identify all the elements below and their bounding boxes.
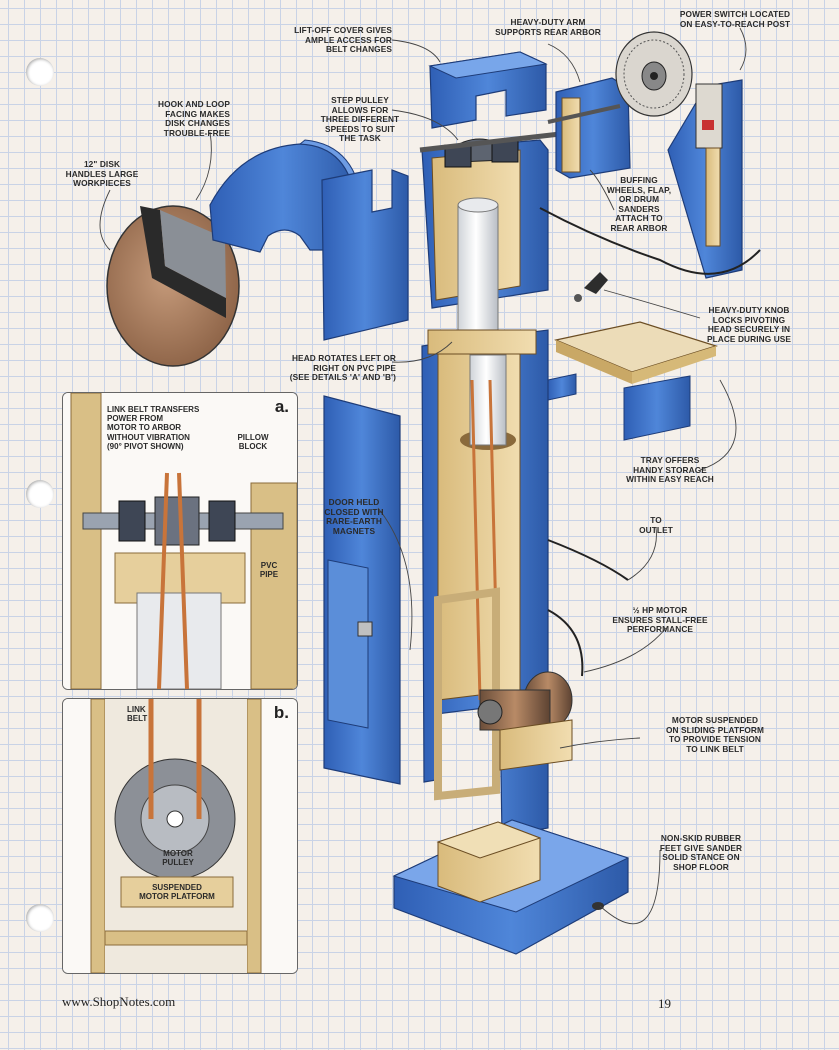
label-12-disk: 12" DISK HANDLES LARGE WORKPIECES — [65, 159, 139, 189]
detail-a-pvc-pipe-label: PVC PIPE — [259, 561, 279, 580]
power-switch-post — [539, 79, 761, 279]
rear-arm — [547, 77, 631, 179]
leader-lines — [99, 27, 747, 925]
label-tray: TRAY OFFERS HANDY STORAGE WITHIN EASY RE… — [626, 455, 714, 485]
detail-b-illustration — [63, 699, 297, 973]
detail-a: a. LINK BELT TRANSFERS POWER FROM MOTOR … — [62, 392, 298, 690]
label-outlet: TO OUTLET — [639, 515, 673, 535]
label-lift-off-cover: LIFT-OFF COVER GIVES AMPLE ACCESS FOR BE… — [294, 25, 392, 55]
label-motor-suspended: MOTOR SUSPENDED ON SLIDING PLATFORM TO P… — [665, 715, 765, 754]
binder-hole — [26, 904, 54, 932]
page-number: 19 — [658, 996, 671, 1011]
upper-head — [419, 131, 561, 346]
heavy-duty-knob — [574, 272, 608, 302]
detail-a-pillow-block-label: PILLOW BLOCK — [237, 433, 269, 452]
tray — [547, 321, 719, 441]
label-knob: HEAVY-DUTY KNOB LOCKS PIVOTING HEAD SECU… — [706, 305, 792, 344]
detail-b: b. LINK BELT MOTOR PULLEY SUSPENDED MOTO… — [62, 698, 298, 974]
detail-b-link-belt-label: LINK BELT — [127, 705, 148, 724]
sanding-disk — [106, 205, 240, 367]
label-hook-and-loop: HOOK AND LOOP FACING MAKES DISK CHANGES … — [158, 99, 230, 138]
label-rubber-feet: NON-SKID RUBBER FEET GIVE SANDER SOLID S… — [659, 833, 743, 872]
base — [392, 819, 630, 955]
label-step-pulley: STEP PULLEY ALLOWS FOR THREE DIFFERENT S… — [320, 95, 400, 144]
binder-hole — [26, 480, 54, 508]
label-buffing: BUFFING WHEELS, FLAP, OR DRUM SANDERS AT… — [606, 175, 672, 233]
detail-a-link-belt-label: LINK BELT TRANSFERS POWER FROM MOTOR TO … — [107, 405, 200, 451]
detail-b-tag: b. — [273, 703, 289, 722]
detail-a-tag: a. — [274, 397, 289, 416]
detail-b-motor-pulley-label: MOTOR PULLEY — [162, 849, 194, 868]
label-heavy-duty-arm: HEAVY-DUTY ARM SUPPORTS REAR ARBOR — [495, 17, 601, 37]
label-head-rotates: HEAD ROTATES LEFT OR RIGHT ON PVC PIPE (… — [289, 353, 396, 383]
side-panel-left — [321, 169, 409, 341]
buffing-wheel — [615, 31, 693, 117]
detail-b-platform-label: SUSPENDED MOTOR PLATFORM — [139, 883, 215, 902]
label-motor: ½ HP MOTOR ENSURES STALL-FREE PERFORMANC… — [612, 605, 708, 635]
label-power-switch: POWER SWITCH LOCATED ON EASY-TO-REACH PO… — [679, 9, 791, 29]
detail-a-illustration — [63, 393, 297, 689]
lift-off-cover — [428, 51, 548, 129]
footer-website: www.ShopNotes.com — [62, 994, 176, 1009]
door-panel — [323, 395, 401, 785]
main-column — [421, 329, 629, 837]
label-door: DOOR HELD CLOSED WITH RARE-EARTH MAGNETS — [324, 497, 384, 536]
binder-hole — [26, 58, 54, 86]
